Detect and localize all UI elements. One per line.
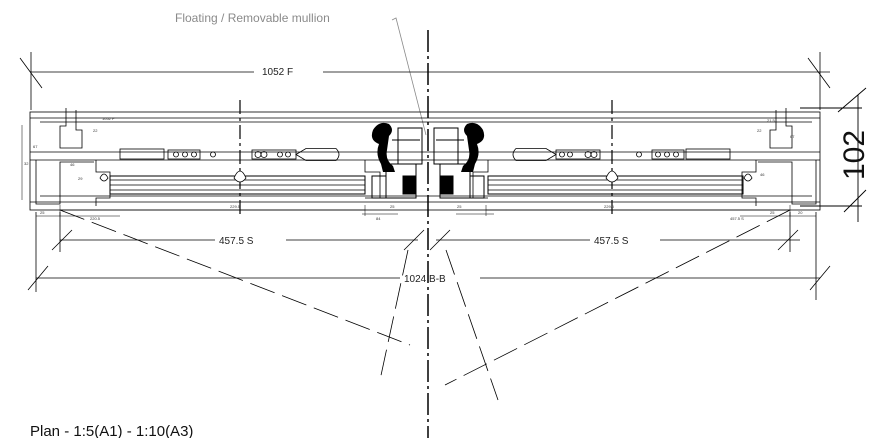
dim-small-2: 67: [33, 144, 38, 149]
sash-dimensions: [51, 212, 800, 252]
left-handle-icon: [371, 122, 395, 172]
sash-centerlines: [239, 100, 613, 215]
right-sash-dimension-label: 457.5 S: [594, 236, 629, 247]
dim-small-1: 1052 F: [102, 116, 115, 121]
dim-small-10: 84: [376, 216, 381, 221]
opening-swing-lines: [59, 209, 791, 401]
mullion-assembly: [371, 127, 485, 199]
mullion-callout: Floating / Removable mullion: [175, 11, 330, 25]
callout-leader: [391, 17, 427, 136]
dim-small-9: 229.5: [230, 204, 241, 209]
dim-small-17: 67: [790, 134, 795, 139]
left-sash-dimension-label: 457.5 S: [219, 236, 254, 247]
dim-small-6: 29: [78, 176, 83, 181]
bottom-dimension-label: 1024 B-B: [404, 274, 446, 285]
dim-small-7: 25: [40, 210, 45, 215]
bottom-dimension: [27, 212, 831, 300]
left-restrictor: [119, 148, 340, 161]
right-handle-icon: [461, 122, 485, 172]
dim-small-18: 22: [757, 128, 762, 133]
dim-small-14: 457.5 S: [730, 216, 744, 221]
right-restrictor: [512, 148, 731, 161]
dim-small-12: 25: [457, 204, 462, 209]
overall-dimension-label: 1052 F: [262, 67, 293, 78]
dim-small-11: 25: [390, 204, 395, 209]
dim-small-3: 22: [93, 128, 98, 133]
dim-small-5: 46: [70, 162, 75, 167]
seal-markers: [99, 170, 753, 183]
dim-small-16: 20: [798, 210, 803, 215]
height-dimension: [800, 87, 867, 222]
overall-dimension: [19, 52, 831, 110]
dim-small-13: 229.5: [604, 204, 615, 209]
dim-small-19: 46: [760, 172, 765, 177]
height-dimension-label: 102: [838, 130, 869, 180]
dim-small-15: 25: [770, 210, 775, 215]
dim-small-4: 32: [24, 161, 29, 166]
dim-small-20: 21.5: [767, 118, 776, 123]
plan-title: Plan - 1:5(A1) - 1:10(A3): [30, 423, 193, 438]
dim-small-8: 220.5: [90, 216, 101, 221]
